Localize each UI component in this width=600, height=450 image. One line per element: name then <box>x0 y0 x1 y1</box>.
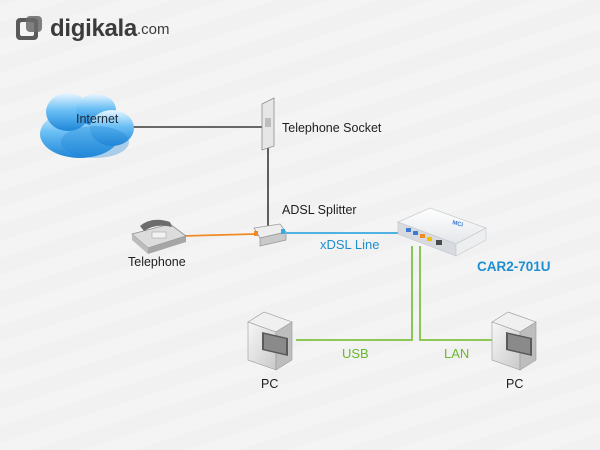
lan-label: LAN <box>444 346 470 361</box>
brand-domain: .com <box>136 20 170 38</box>
pc-icon <box>247 311 293 371</box>
pc-right-label: PC <box>506 377 524 391</box>
logo-mark-icon <box>16 16 42 40</box>
pc-icon <box>491 311 537 371</box>
usb-cable <box>296 246 413 341</box>
splitter-icon <box>253 223 287 247</box>
router-model-label: CAR2-701U <box>477 259 551 274</box>
lan-cable <box>419 246 492 341</box>
svg-text:MCi: MCi <box>452 220 464 229</box>
router-icon: MCi <box>396 207 487 257</box>
wall-socket-icon <box>261 97 275 151</box>
brand-logo: digikala .com <box>14 14 169 44</box>
telephone-cable <box>181 233 257 237</box>
telephone-icon <box>131 219 187 254</box>
adsl-splitter-label: ADSL Splitter <box>282 203 357 217</box>
usb-label: USB <box>342 346 369 361</box>
internet-label: Internet <box>76 112 119 126</box>
xdsl-line-label: xDSL Line <box>320 237 380 252</box>
telephone-socket-label: Telephone Socket <box>282 121 382 135</box>
pc-left-label: PC <box>261 377 279 391</box>
brand-name: digikala <box>50 15 137 42</box>
telephone-label: Telephone <box>128 255 186 269</box>
cloud-icon <box>40 93 134 158</box>
